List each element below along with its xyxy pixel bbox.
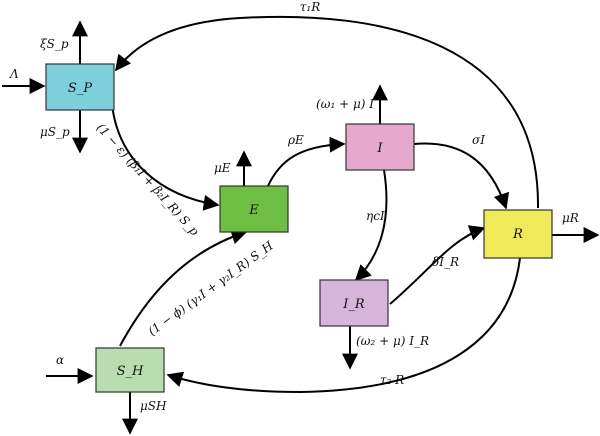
- compartment-ir-label: I_R: [342, 297, 365, 312]
- infection-p-label: (1 − ε) (β₁I + β₂I_R) S_p: [94, 121, 202, 239]
- compartment-e-box: [219, 185, 289, 233]
- compartment-i-box: [345, 123, 415, 171]
- sp-to-e-arrow: [111, 103, 220, 211]
- compartment-e: E: [219, 185, 289, 233]
- compartment-i-label: I: [376, 141, 383, 156]
- mu-e-label: μE: [214, 161, 231, 175]
- infection-h-label: (1 − ϕ) (γ₁I + γ₂I_R) S_H: [146, 238, 277, 338]
- eta-i-label: ηcI: [366, 209, 385, 223]
- mu-sp-label: μS_p: [40, 125, 70, 139]
- tau1-label: τ₁R: [300, 0, 320, 14]
- compartment-sh: S_H: [95, 347, 165, 393]
- delta-ir-arrow: [389, 225, 486, 305]
- compartment-r: R: [483, 209, 553, 259]
- rho-e-label: ρE: [287, 133, 304, 147]
- compartment-sp: S_P: [45, 63, 115, 111]
- mu-r-label: μR: [562, 211, 579, 225]
- compartment-ir: I_R: [319, 279, 389, 327]
- compartment-sp-box: [45, 63, 115, 111]
- compartment-sp-label: S_P: [68, 81, 92, 96]
- delta-ir-label: δI_R: [432, 255, 459, 269]
- xi-sp-label: ξS_p: [40, 37, 69, 51]
- compartment-r-box: [483, 209, 553, 259]
- tau2-label: τ₂ R: [380, 373, 404, 387]
- compartment-i: I: [345, 123, 415, 171]
- sigma-i-label: σI: [472, 133, 485, 147]
- eta-i-arrow: [354, 169, 388, 282]
- sh-to-e-arrow: [119, 228, 248, 347]
- omega2-label: (ω₂ + μ) I_R: [356, 334, 429, 348]
- sigma-i-arrow: [413, 142, 510, 210]
- compartment-ir-box: [319, 279, 389, 327]
- rho-e-arrow: [267, 136, 346, 187]
- compartment-sh-box: [95, 347, 165, 393]
- tau1-arrow: [115, 15, 540, 209]
- compartment-r-label: R: [512, 227, 523, 242]
- compartment-sh-label: S_H: [117, 364, 144, 379]
- alpha-label: α: [56, 353, 64, 367]
- lambda-label: Λ: [9, 67, 19, 81]
- compartment-e-label: E: [248, 203, 259, 218]
- tau2-arrow: [166, 257, 521, 394]
- mu-sh-label: μSH: [140, 399, 167, 413]
- omega1-label: (ω₁ + μ) I: [316, 97, 374, 111]
